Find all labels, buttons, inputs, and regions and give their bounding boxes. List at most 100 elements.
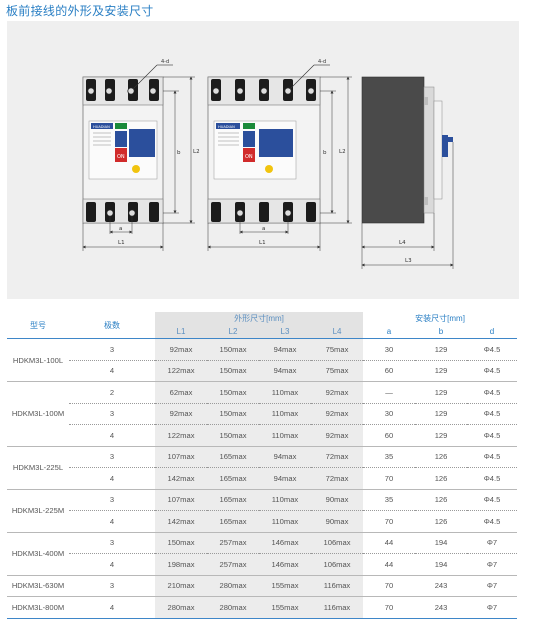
b-cell: 243 (415, 575, 468, 597)
L4-cell: 75max (311, 360, 364, 382)
svg-text:4-d: 4-d (318, 59, 326, 65)
poles-cell: 3 (69, 403, 155, 425)
L2-cell: 150max (207, 424, 259, 447)
dimension-drawing: HUADIAN ON 4-d a L1 (7, 21, 519, 299)
b-cell: 129 (415, 360, 468, 382)
poles-cell: 4 (69, 510, 155, 533)
L3-cell: 110max (259, 403, 311, 425)
L2-cell: 150max (207, 381, 259, 404)
L3-cell: 94max (259, 467, 311, 490)
L1-cell: 107max (155, 446, 207, 468)
L2-cell: 150max (207, 338, 259, 361)
L4-cell: 92max (311, 381, 364, 404)
col-header-L4: L4 (311, 325, 364, 339)
poles-cell: 3 (69, 338, 155, 361)
model-cell: HDKM3L-225L (7, 446, 69, 490)
model-cell: HDKM3L-225M (7, 489, 69, 533)
L1-cell: 142max (155, 467, 207, 490)
L1-cell: 142max (155, 510, 207, 533)
a-cell: 44 (363, 532, 416, 554)
L1-cell: 107max (155, 489, 207, 511)
L4-cell: 116max (311, 575, 364, 597)
L2-cell: 257max (207, 532, 259, 554)
table-row: 3 92max 150max 110max 92max 30 129 Φ4.5 (7, 403, 518, 425)
page-title: 板前接线的外形及安装尺寸 (6, 4, 154, 18)
poles-cell: 3 (69, 489, 155, 511)
a-cell: — (363, 381, 416, 404)
L3-cell: 110max (259, 489, 311, 511)
table-row: 4 142max 165max 94max 72max 70 126 Φ4.5 (7, 467, 518, 490)
L3-cell: 94max (259, 446, 311, 468)
L4-cell: 72max (311, 467, 364, 490)
d-cell: Φ4.5 (467, 489, 518, 511)
table-row: HDKM3L-100M 2 62max 150max 110max 92max … (7, 381, 518, 447)
svg-text:L1: L1 (259, 240, 266, 246)
L4-cell: 75max (311, 338, 364, 361)
svg-text:b: b (323, 150, 327, 156)
svg-text:ON: ON (245, 154, 253, 160)
table-row: 4 142max 165max 110max 90max 70 126 Φ4.5 (7, 510, 518, 533)
d-cell: Φ4.5 (467, 446, 518, 468)
L4-cell: 106max (311, 532, 364, 554)
L3-cell: 146max (259, 532, 311, 554)
table-row: 4 122max 150max 94max 75max 60 129 Φ4.5 (7, 360, 518, 382)
model-cell: HDKM3L-800M (7, 596, 69, 619)
b-cell: 129 (415, 424, 468, 447)
d-cell: Φ4.5 (467, 403, 518, 425)
d-cell: Φ4.5 (467, 510, 518, 533)
svg-text:a: a (119, 226, 122, 232)
breaker-drawings-svg: HUADIAN ON 4-d a L1 (82, 59, 454, 269)
L3-cell: 155max (259, 575, 311, 597)
svg-text:ON: ON (117, 154, 125, 160)
table-row: HDKM3L-800M 4 280max 280max 155max 116ma… (7, 596, 518, 619)
a-cell: 70 (363, 596, 416, 619)
d-cell: Φ4.5 (467, 338, 518, 361)
b-cell: 194 (415, 532, 468, 554)
col-header-d: d (467, 325, 518, 339)
col-group-outline: 外形尺寸[mm] (155, 312, 364, 325)
b-cell: 129 (415, 381, 468, 404)
L3-cell: 110max (259, 424, 311, 447)
table-row: HDKM3L-100L 3 92max 150max 94max 75max 3… (7, 338, 518, 382)
poles-cell: 3 (69, 446, 155, 468)
b-cell: 126 (415, 446, 468, 468)
d-cell: Φ7 (467, 596, 518, 619)
L3-cell: 146max (259, 553, 311, 576)
L3-cell: 110max (259, 510, 311, 533)
poles-cell: 3 (69, 575, 155, 597)
L1-cell: 122max (155, 424, 207, 447)
d-cell: Φ7 (467, 575, 518, 597)
d-cell: Φ4.5 (467, 381, 518, 404)
col-group-install: 安装尺寸[mm] (415, 314, 465, 323)
table-row: 4 198max 257max 146max 106max 44 194 Φ7 (7, 553, 518, 576)
L1-cell: 280max (155, 596, 207, 619)
L4-cell: 92max (311, 403, 364, 425)
L4-cell: 90max (311, 510, 364, 533)
a-cell: 60 (363, 360, 416, 382)
svg-text:L1: L1 (118, 240, 125, 246)
poles-cell: 4 (69, 424, 155, 447)
L2-cell: 165max (207, 446, 259, 468)
poles-cell: 3 (69, 532, 155, 554)
L2-cell: 280max (207, 596, 259, 619)
col-header-poles: 极数 (69, 312, 155, 339)
table-row: HDKM3L-630M 3 210max 280max 155max 116ma… (7, 575, 518, 597)
d-cell: Φ4.5 (467, 360, 518, 382)
L2-cell: 150max (207, 360, 259, 382)
b-cell: 126 (415, 510, 468, 533)
L1-cell: 92max (155, 338, 207, 361)
col-header-b: b (415, 325, 468, 339)
L2-cell: 257max (207, 553, 259, 576)
a-cell: 70 (363, 467, 416, 490)
poles-cell: 4 (69, 596, 155, 619)
L1-cell: 122max (155, 360, 207, 382)
L4-cell: 90max (311, 489, 364, 511)
breaker-front-view-2: HUADIAN ON 4-d a L1 (207, 59, 352, 251)
L3-cell: 94max (259, 338, 311, 361)
L1-cell: 62max (155, 381, 207, 404)
svg-text:L2: L2 (193, 149, 200, 155)
L2-cell: 165max (207, 467, 259, 490)
L4-cell: 116max (311, 596, 364, 619)
table-row: HDKM3L-225M 3 107max 165max 110max 90max… (7, 489, 518, 533)
a-cell: 35 (363, 489, 416, 511)
